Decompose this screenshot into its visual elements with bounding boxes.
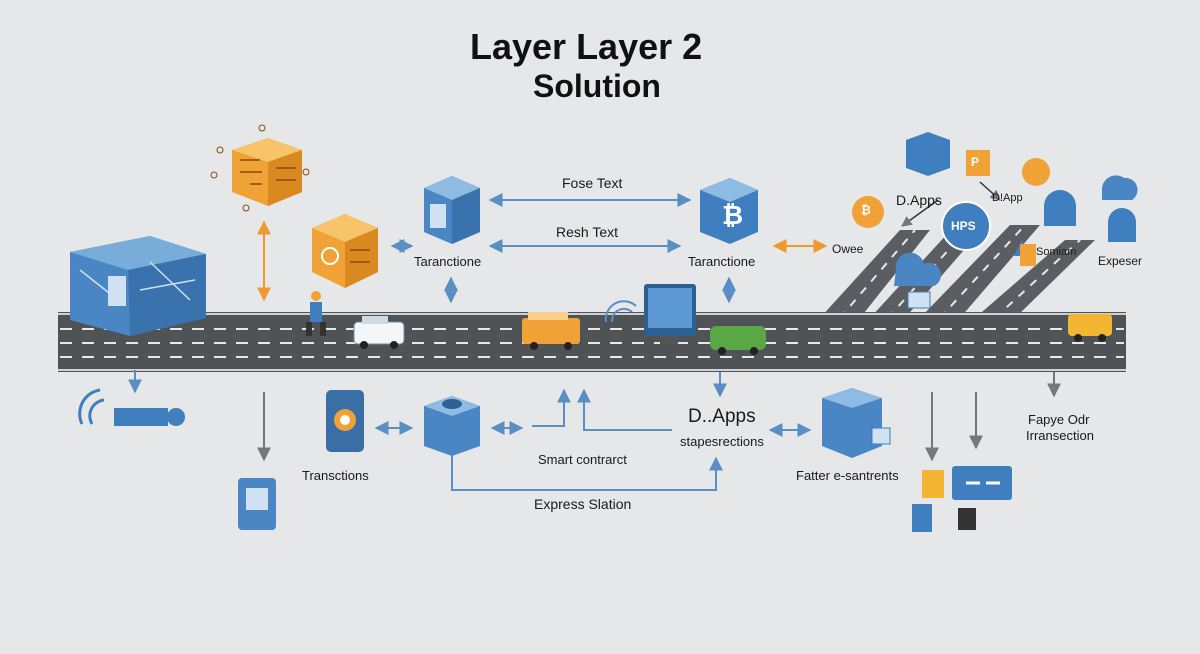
hps-glyph: HPS [951, 219, 976, 233]
bitcoin-cube-icon [700, 178, 758, 244]
monitor-icon [604, 284, 696, 344]
bitcoin-glyph: ₿ [722, 200, 744, 230]
arrows-top [257, 193, 828, 304]
label-fapye-line1: Fapye Odr [1028, 412, 1090, 427]
label-smart-contract: Smart contrarct [538, 452, 627, 467]
label-fose-text: Fose Text [562, 175, 623, 191]
main-road [58, 312, 1126, 372]
p-glyph: P [971, 155, 980, 169]
title-line2: Solution [533, 68, 661, 104]
label-resh-text: Resh Text [556, 224, 618, 240]
blue-server-cube-icon [424, 176, 480, 244]
orange-circuit-cube-icon [210, 124, 310, 212]
label-dapps-top: D.Apps [896, 192, 942, 208]
vehicles [306, 291, 1112, 355]
dapps-cluster [852, 132, 1138, 309]
label-stapesrections: stapesrections [680, 434, 764, 449]
label-tarancti-left: Tarancti⁠one [414, 254, 482, 269]
label-expeser: Expeser [1098, 254, 1143, 268]
label-express-slation: Express Slation [534, 496, 632, 512]
label-owee: Owee [832, 242, 864, 256]
arrows-bottom [128, 370, 1061, 491]
label-dapp-small: D!App [992, 192, 1023, 204]
label-dapps-mid: D..Apps [688, 406, 756, 427]
lower-icons [78, 388, 1012, 532]
label-tarancti-right: Tarancti⁠one [688, 254, 756, 269]
label-fapye-line2: Irransection [1026, 428, 1094, 443]
orange-transaction-cube-icon [312, 214, 378, 288]
title-line1: Layer Layer 2 [470, 26, 703, 67]
label-somiam: Somiam [1036, 246, 1077, 258]
coin-glyph: ₿ [861, 203, 871, 217]
label-transctions: Transctions [302, 468, 369, 483]
label-fatter: Fatter e-santrents [796, 468, 899, 483]
layer1-block-icon [70, 236, 206, 336]
